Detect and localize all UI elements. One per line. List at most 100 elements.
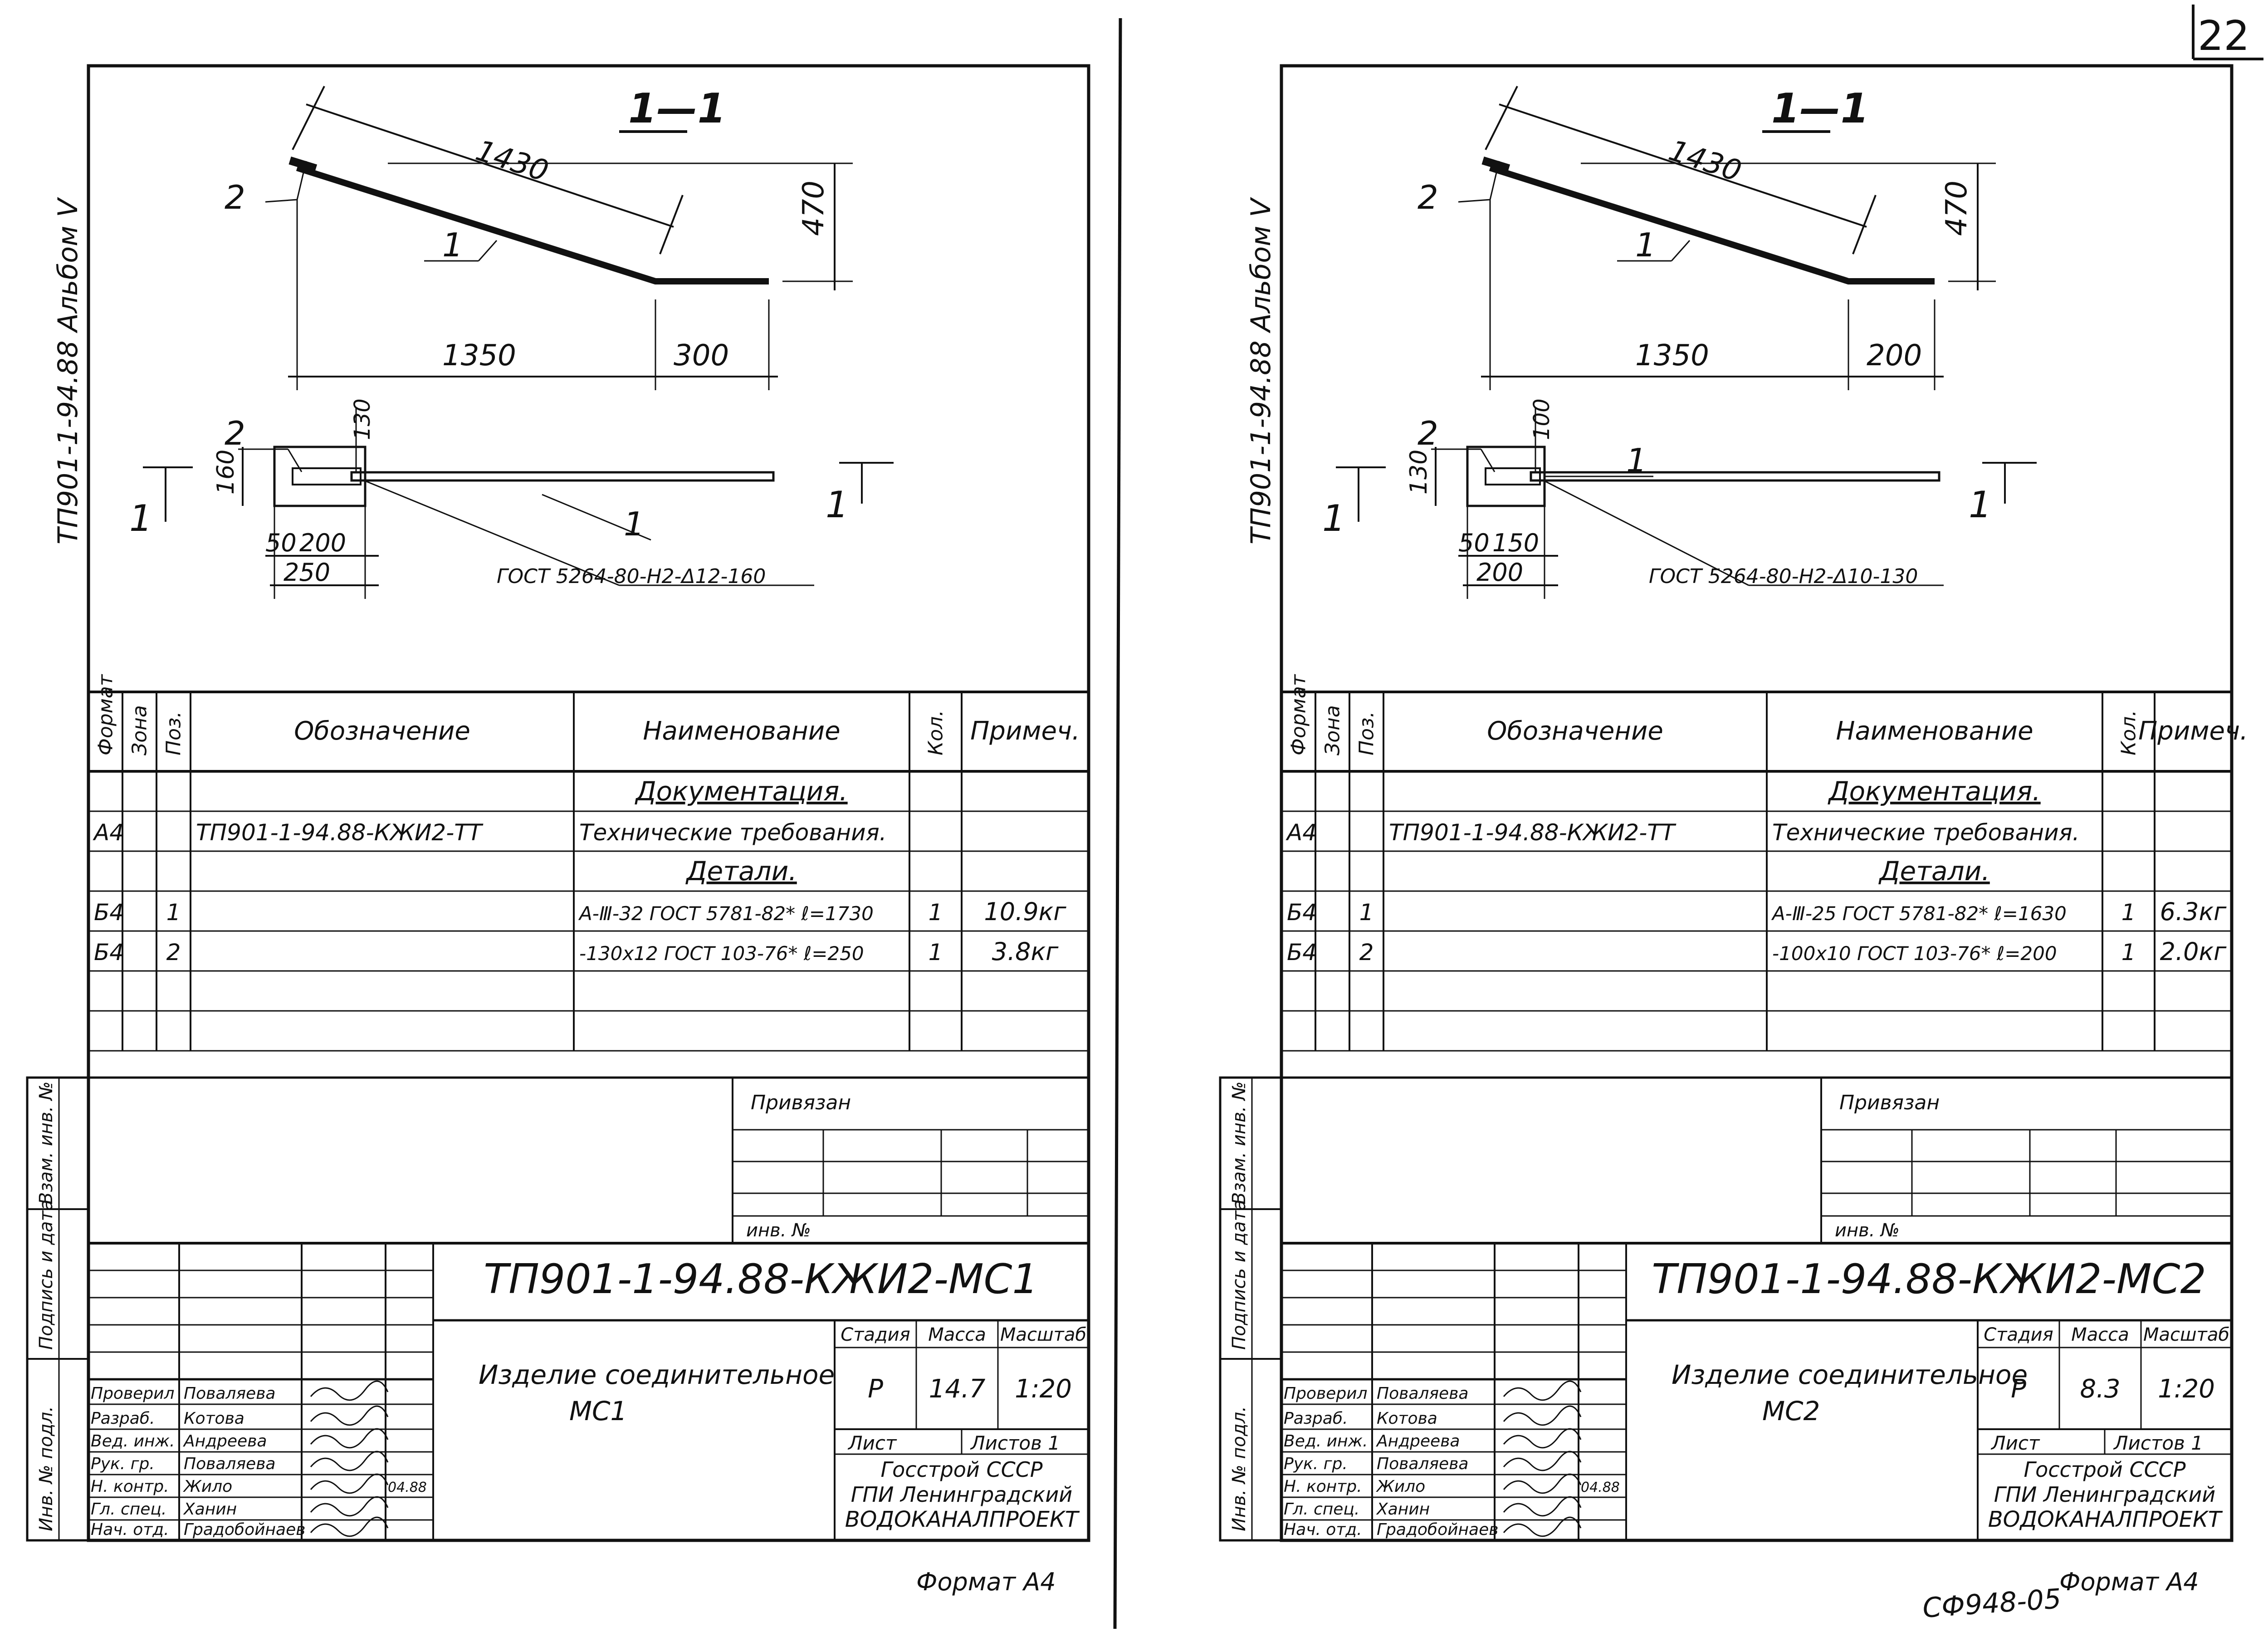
spec-header-cell: Наименование	[1836, 716, 2033, 746]
leader-line	[365, 480, 620, 586]
org-line: ВОДОКАНАЛПРОЕКТ	[845, 1507, 1080, 1532]
staff-signature	[310, 1473, 389, 1494]
inv-no-label: инв. №	[1835, 1220, 1900, 1241]
spec-cell: Документация.	[634, 776, 847, 807]
spec-cell: ТП901-1-94.88-КЖИ2-ТТ	[196, 819, 484, 846]
staff-role: Рук. гр.	[1284, 1455, 1348, 1473]
bent-bar	[1489, 165, 1935, 284]
org-line: Госстрой СССР	[880, 1457, 1042, 1482]
position-label-2-plan: 2	[1418, 414, 1438, 452]
stage-value: 14.7	[929, 1374, 986, 1404]
binding-strip-frame	[1219, 1076, 1283, 1542]
dim-label-diagonal: 1430	[472, 134, 552, 189]
org-line: ГПИ Ленинградский	[1994, 1482, 2215, 1507]
staff-name: Котова	[184, 1409, 244, 1428]
anchor-plate	[1481, 157, 1510, 172]
org-line: ГПИ Ленинградский	[851, 1482, 1072, 1507]
spec-header-cell: Наименование	[643, 716, 840, 746]
dim-label-b: 200	[299, 529, 346, 557]
spec-cell: -100х10 ГОСТ 103-76* ℓ=200	[1772, 942, 2057, 965]
staff-role: Н. контр.	[91, 1477, 169, 1496]
spec-cell: А-Ⅲ-25 ГОСТ 5781-82* ℓ=1630	[1771, 902, 2067, 925]
dim-line-diagonal	[306, 103, 674, 228]
spec-cell: 2	[1359, 939, 1374, 966]
staff-name: Жило	[183, 1477, 232, 1496]
dim-ext-line	[1485, 86, 1518, 150]
staff-date: 04.88	[388, 1480, 427, 1495]
spec-cell: -130х12 ГОСТ 103-76* ℓ=250	[579, 942, 864, 965]
staff-signature	[1503, 1516, 1582, 1537]
dim-label-weld: 100	[1529, 398, 1554, 440]
leader-line	[1671, 240, 1691, 261]
binding-strip-label: Взам. инв. №	[1229, 1081, 1250, 1205]
plate-plan	[273, 446, 367, 507]
staff-name: Ханин	[1376, 1500, 1430, 1519]
leader-line	[1458, 199, 1491, 203]
spec-cell: ТП901-1-94.88-КЖИ2-ТТ	[1389, 819, 1677, 846]
list-label: Лист	[847, 1432, 897, 1454]
spec-header-cell: Примеч.	[2138, 716, 2248, 746]
staff-signature	[310, 1496, 389, 1517]
staff-role: Н. контр.	[1284, 1477, 1362, 1496]
dim-label-diagonal: 1430	[1665, 134, 1745, 189]
spec-header-cell: Зона	[128, 705, 152, 755]
stage-header: Масштаб	[1000, 1324, 1086, 1345]
leader-line	[287, 449, 303, 472]
item-code: МС2	[1762, 1396, 1820, 1426]
stage-header: Масса	[2071, 1324, 2129, 1345]
dim-label-a: 50	[1458, 529, 1490, 557]
position-label-1: 1	[442, 226, 463, 264]
position-label-2: 2	[1418, 178, 1438, 216]
leader-line	[1489, 161, 1500, 200]
dim-label-height: 470	[1940, 181, 1974, 236]
spec-cell: Б4	[1287, 939, 1317, 966]
dim-label-plate: 160	[212, 450, 240, 495]
staff-role: Гл. спец.	[1284, 1500, 1359, 1519]
weld-zone	[1485, 467, 1541, 485]
stage-value: 1:20	[1015, 1374, 1072, 1404]
spec-cell: 1	[929, 939, 943, 966]
spec-cell: Б4	[94, 899, 124, 926]
staff-name: Андреева	[183, 1432, 267, 1451]
staff-signature	[1503, 1405, 1582, 1426]
dim-label-b: 150	[1492, 529, 1539, 557]
doc-code: ТП901-1-94.88-КЖИ2-МС2	[1652, 1255, 2206, 1303]
privyazan-label: Привязан	[751, 1091, 851, 1114]
staff-name: Ханин	[183, 1500, 237, 1519]
spec-cell: Технические требования.	[1772, 819, 2080, 846]
staff-signature	[310, 1516, 389, 1537]
weld-note: ГОСТ 5264-80-Н2-Δ12-160	[497, 565, 766, 588]
item-code: МС1	[569, 1396, 627, 1426]
dim-label-height: 470	[797, 181, 831, 236]
spec-cell: 3.8кг	[992, 937, 1059, 966]
dim-label-plate: 130	[1405, 450, 1432, 495]
spec-header-cell: Поз.	[1355, 711, 1378, 755]
stage-header: Стадия	[1984, 1324, 2053, 1345]
position-label-2: 2	[225, 178, 245, 216]
spec-cell: А4	[1286, 819, 1317, 846]
staff-role: Гл. спец.	[91, 1500, 166, 1519]
spec-header-cell: Формат	[94, 674, 117, 755]
binding-strip-label: Взам. инв. №	[36, 1081, 57, 1205]
staff-name: Поваляева	[184, 1384, 275, 1403]
spec-cell: Документация.	[1827, 776, 2040, 807]
spec-header-cell: Зона	[1321, 705, 1344, 755]
stage-value: 1:20	[2158, 1374, 2215, 1404]
spec-cell: 1	[1359, 899, 1374, 926]
archive-code: СФ948-05	[1921, 1583, 2062, 1624]
staff-name: Градобойнаев	[184, 1520, 305, 1539]
section-marker-left: 1	[129, 497, 152, 539]
spec-cell: Детали.	[1878, 856, 1990, 887]
staff-signature	[310, 1428, 389, 1449]
doc-code: ТП901-1-94.88-КЖИ2-МС1	[484, 1255, 1038, 1303]
staff-role: Вед. инж.	[91, 1432, 175, 1451]
staff-role: Проверил	[1284, 1384, 1368, 1403]
format-label: Формат А4	[916, 1568, 1056, 1596]
stage-value: 8.3	[2080, 1374, 2120, 1404]
bar-plan	[1530, 471, 1941, 482]
sheet-frame	[87, 64, 1090, 1542]
spec-cell: А-Ⅲ-32 ГОСТ 5781-82* ℓ=1730	[578, 902, 874, 925]
spec-cell: Детали.	[685, 856, 797, 887]
